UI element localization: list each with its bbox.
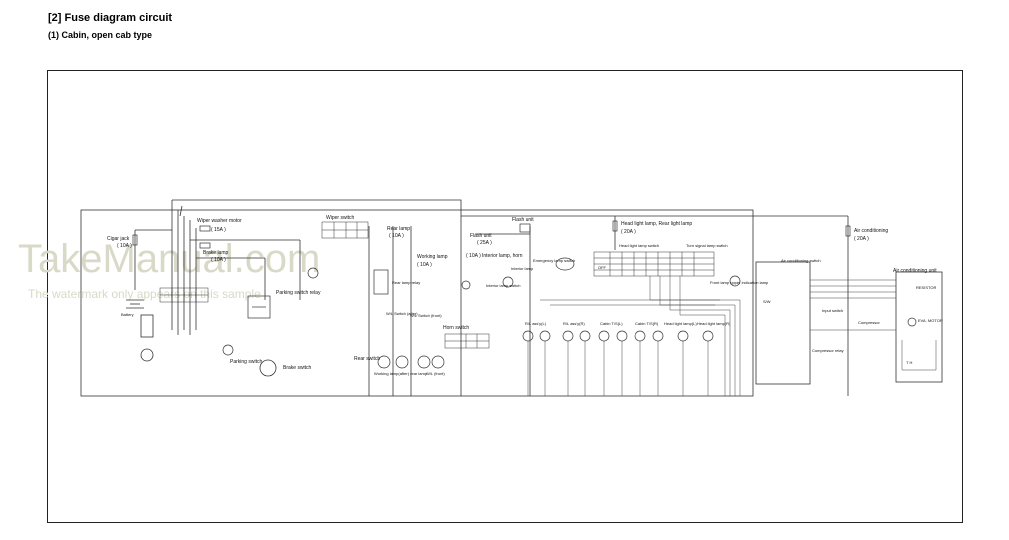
diagram-frame	[47, 70, 963, 523]
wiper-switch-label: Wiper switch	[326, 215, 355, 221]
cigar-jack-label: Cigar jack	[107, 236, 130, 242]
brake-fuse-icon	[199, 242, 211, 249]
head-light-fuse: ( 20A )	[621, 229, 636, 235]
flash-unit-fuse: ( 25A )	[477, 240, 492, 246]
interior-lamp-switch-label: Interior lamp switch	[486, 283, 520, 288]
emergency-switch-icon	[555, 257, 575, 271]
lamp-wiring	[527, 276, 741, 396]
watermark-brand: TakeManual.com	[18, 237, 320, 281]
cigar-fuse-icon	[132, 234, 138, 246]
off-label: OFF	[598, 265, 607, 270]
horn-switch-table	[444, 333, 490, 349]
parking-relay-icon	[247, 295, 271, 319]
rear-lamp-relay-label: Rear lamp relay	[392, 280, 420, 285]
rear-lamp-fuse: ( 10A )	[389, 233, 404, 239]
working-lamp-icons	[377, 355, 445, 369]
air-conditioning-unit-label: Air conditioning unit	[893, 268, 937, 274]
horn-switch-label: Horn switch	[443, 325, 469, 331]
power-bus	[134, 199, 849, 396]
wl-front-label: W/L (front)	[426, 371, 445, 376]
rear-lamp-label: Rear lamp	[387, 226, 410, 232]
ac-unit-box	[895, 271, 943, 383]
battery-label: Battery	[121, 312, 134, 317]
page-title: [2] Fuse diagram circuit	[48, 12, 173, 24]
head-light-rear-light-label: Head light lamp, Rear light lamp	[621, 221, 692, 227]
terminal-block	[159, 287, 209, 303]
parking-switch-relay-label: Parking switch relay	[276, 290, 321, 296]
head-light-lamp-switch-label: Head light lamp switch	[619, 243, 659, 248]
lamp-group-label: Cabin T/S(L)	[600, 321, 623, 326]
light-switch-table	[593, 251, 715, 277]
flash-unit-label: Flash unit	[470, 233, 492, 239]
emergency-lamp-switch-label: Emergency lamp switch	[533, 258, 575, 263]
air-conditioning-switch-label: Air conditioning switch	[781, 258, 821, 263]
input-switch-label: Input switch	[822, 308, 843, 313]
wiper-switch-table	[321, 221, 369, 239]
front-lamp-indicator-label: Front lamp upper indication lamp	[710, 280, 769, 285]
lamp-group-label: Cabin T/S(R)	[635, 321, 659, 326]
compressor-label: Compressor	[858, 320, 880, 325]
parking-switch-icon	[222, 344, 234, 356]
flash-unit-icon	[519, 223, 531, 233]
sw-label: S/W	[763, 299, 771, 304]
wiper-washer-motor-label: Wiper washer motor	[197, 218, 242, 224]
working-lamp-label: Working lamp	[417, 254, 448, 260]
brake-switch-label: Brake switch	[283, 365, 312, 371]
main-switch-icon	[140, 314, 154, 362]
eva-motor-label: EVA. MOTOR	[918, 318, 943, 323]
air-conditioning-label: Air conditioning	[854, 228, 888, 234]
wiper-fuse-icon	[199, 225, 211, 232]
page-subtitle: (1) Cabin, open cab type	[48, 30, 153, 40]
flash-unit-2-label: Flash unit	[512, 217, 534, 223]
rear-switch-label: Rear switch	[354, 356, 380, 362]
brake-lamp-label: Brake lamp	[203, 250, 229, 256]
wiper-motor-icon	[307, 267, 319, 279]
ac-fuse-icon	[845, 225, 851, 237]
circuit-boundary	[80, 209, 754, 397]
brake-lamp-fuse: ( 10A )	[211, 257, 226, 263]
battery-symbol	[126, 299, 144, 309]
cigar-jack-fuse: ( 10A )	[117, 243, 132, 249]
interior-lamp-label: Interior lamp	[511, 266, 534, 271]
brake-switch-icon	[259, 359, 277, 377]
working-lamp-fuse: ( 10A )	[417, 262, 432, 268]
parking-switch-label: Parking switch	[230, 359, 262, 365]
interior-lamp-horn-label: Interior lamp, horn	[482, 253, 523, 259]
working-lamp-rear-label: Working lamp(after) rear lamp	[374, 371, 428, 376]
watermark-tagline: The watermark only appears on this sampl…	[28, 287, 261, 301]
resistor-label: RESISTOR	[916, 285, 936, 290]
air-conditioning-fuse: ( 20A )	[854, 236, 869, 242]
interior-horn-fuse: ( 10A )	[466, 253, 481, 259]
compressor-relay-label: Compressor relay	[812, 348, 844, 353]
turn-signal-lamp-switch-label: Turn signal lamp switch	[686, 243, 728, 248]
wiper-fuse-label: ( 15A )	[211, 227, 226, 233]
eva-motor-icon	[907, 317, 917, 327]
lamp-group-label: R/L ass'y(L)	[525, 321, 547, 326]
interior-lamp-icon	[502, 276, 514, 288]
lamp-group-label: Head light lamp(R)	[697, 321, 731, 326]
th-label: T H	[906, 360, 912, 365]
lamp-group-label: R/L ass'y(R)	[563, 321, 585, 326]
wl-switch-front-label: W/L Switch (front)	[410, 313, 442, 318]
indicator-lamp-icon	[729, 275, 741, 287]
lamp-groups: R/L ass'y(L) R/L ass'y(R) Cabin T/S(L) C…	[525, 321, 731, 326]
ac-wiring	[810, 279, 937, 371]
lamp-icons	[522, 330, 714, 342]
head-light-fuse-icon	[612, 220, 618, 232]
wl-switch-after-label: W/L Switch (after)	[386, 311, 418, 316]
lamp-group-label: Head light lamp(L)	[664, 321, 697, 326]
ac-switch-box	[755, 261, 811, 385]
rear-lamp-relay-icon	[373, 269, 389, 295]
horn-icon	[461, 280, 471, 290]
